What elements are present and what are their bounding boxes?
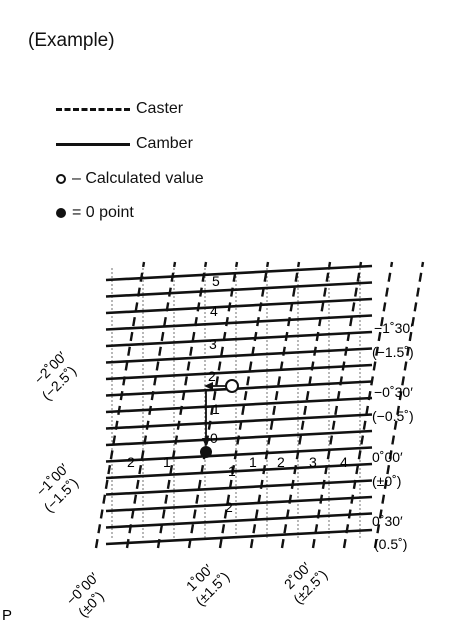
arrow-left-head [204,382,213,390]
caster-line [342,261,394,549]
grid-number-r2: 2 [277,454,285,470]
calculated-value-point [225,379,239,393]
legend-zero-point: = 0 point [56,204,134,222]
legend-camber: Camber [56,135,193,153]
caster-line [373,261,425,549]
caster-line [125,261,177,549]
caster-line [187,261,239,549]
camber-line [105,281,373,298]
example-title: (Example) [28,30,115,51]
legend-caster: Caster [56,100,183,118]
camber-label-dec-2: (−0.5˚) [372,408,414,424]
caster-line [280,261,332,549]
grid-number-3: 3 [209,336,217,352]
legend-caster-label: Caster [136,100,184,117]
camber-label-deg-3: 0˚00′ [372,449,403,465]
corner-mark: P [2,607,12,624]
caster-line-sample [56,107,130,111]
camber-line [105,446,373,463]
grid-lines [94,261,425,549]
camber-line [105,330,373,348]
camber-line [105,347,373,364]
camber-line [105,363,373,381]
grid-number-neg2-down: 2 [225,499,233,515]
caster-line [94,261,146,549]
legend-zero-point-label: = 0 point [72,204,134,221]
arrow-down-head [202,438,210,447]
caster-line [249,261,301,549]
camber-line [105,380,373,397]
grid-number-r3: 3 [309,454,317,470]
legend-calculated-label: – Calculated value [72,170,204,187]
camber-line-sample [56,142,130,146]
zero-point [200,446,212,458]
camber-line [105,314,373,331]
camber-line [105,479,373,496]
camber-label-dec-3: (±0˚) [372,473,401,489]
camber-line [105,396,373,414]
grid-number-2: 2 [208,368,216,384]
caster-line [156,261,208,549]
camber-line [105,297,373,315]
camber-label-dec-1: (−1.5˚) [372,344,414,360]
camber-line [105,512,373,529]
caster-line [311,261,363,549]
camber-line [105,462,373,480]
camber-label-deg-4: 0˚30′ [372,513,403,529]
caster-line [218,261,270,549]
grid-number-5: 5 [212,273,220,289]
grid-number-r4: 4 [340,454,348,470]
legend-camber-label: Camber [136,135,193,152]
grid-number-0: 0 [210,430,218,446]
grid-number-1: 1 [212,401,220,417]
grid-number-neg2: 2 [127,454,135,470]
camber-line [105,264,373,282]
camber-label-dec-4: (0.5˚) [374,536,407,552]
camber-label-deg-1: −1˚30′ [374,320,413,336]
grid-number-neg1: 1 [163,454,171,470]
camber-line [105,413,373,430]
grid-number-r1: 1 [249,454,257,470]
open-circle-icon [56,174,66,184]
grid-number-4: 4 [210,303,218,319]
camber-line [105,495,373,513]
camber-label-deg-2: −0˚30′ [374,384,413,400]
camber-line [105,528,373,546]
legend-calculated: – Calculated value [56,170,204,188]
filled-circle-icon [56,208,66,218]
grid-number-neg1-down: 1 [228,463,236,479]
